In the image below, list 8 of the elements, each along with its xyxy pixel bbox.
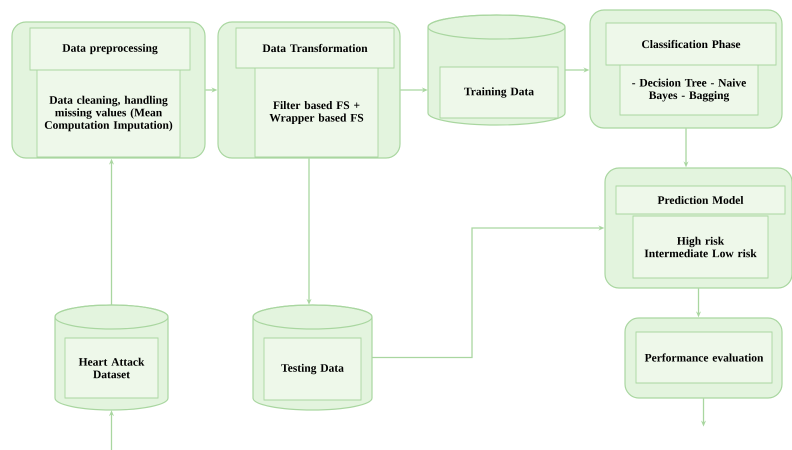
process-box: Classification Phase - Decision Tree - Naive Bayes - Bagging bbox=[589, 9, 783, 129]
process-box: Prediction Model High risk Intermediate Low risk bbox=[604, 167, 792, 289]
database-cylinder: Testing Data bbox=[252, 304, 373, 411]
process-box: Data preprocessing Data cleaning, handling missing values (Mean Computation Imputation) bbox=[11, 21, 206, 159]
database-cylinder: Training Data bbox=[427, 14, 566, 126]
process-box: Performance evaluation bbox=[624, 317, 783, 399]
database-cylinder: Heart Attack Dataset bbox=[54, 304, 169, 411]
process-box: Data Transformation Filter based FS + Wrapper based FS bbox=[217, 21, 401, 159]
